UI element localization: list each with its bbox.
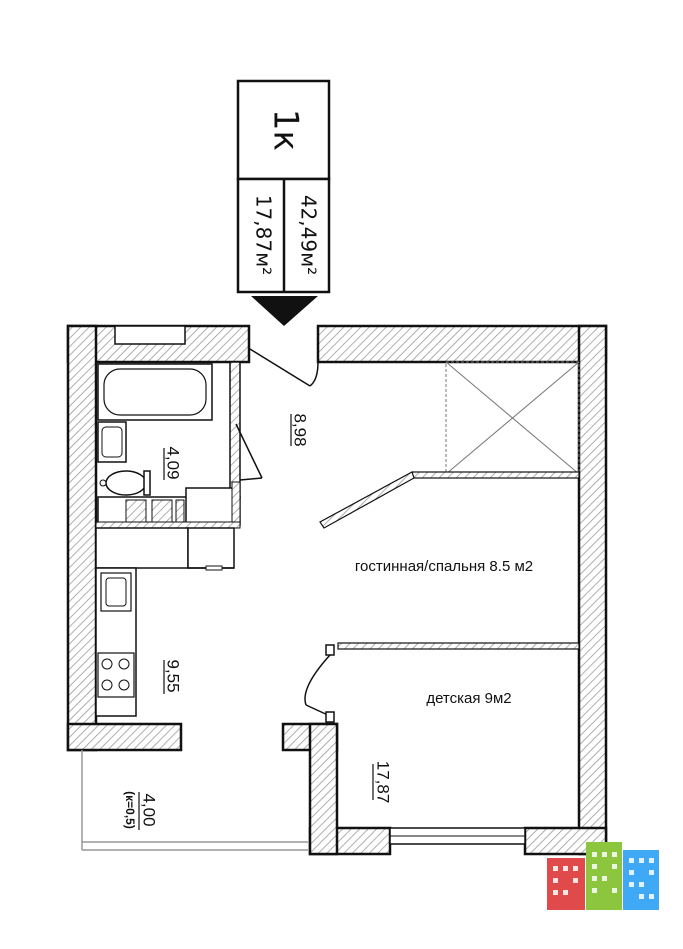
entrance-door[interactable] <box>249 348 319 387</box>
bathroom-door[interactable] <box>235 423 263 481</box>
total-area-label: 42,49м² <box>297 195 321 275</box>
kids-room-door[interactable] <box>304 644 335 723</box>
bathroom-area-label: 4,09 <box>164 446 183 479</box>
entrance-arrow <box>251 296 318 326</box>
wardrobe <box>445 361 580 475</box>
apartment-legend: 1к 17,87м² 42,49м² <box>236 79 331 326</box>
toilet-icon <box>99 470 151 496</box>
living-area-label: 17,87м² <box>252 195 276 275</box>
partition-walls <box>319 471 580 650</box>
balcony-coef-label: (к=0,5) <box>123 791 137 829</box>
bathroom <box>95 361 241 529</box>
living-bedroom-label: гостинная/спальня 8.5 м2 <box>355 558 533 575</box>
apartment-type-label: 1к <box>266 109 306 151</box>
stove-icon <box>97 652 135 698</box>
site-logo <box>547 842 659 910</box>
kitchen <box>95 527 235 717</box>
hall-area-label: 8,98 <box>291 413 310 446</box>
living-total-area-label: 17,87 <box>374 761 393 804</box>
kids-room-label: детская 9м2 <box>426 690 511 707</box>
kitchen-area-label: 9,55 <box>164 659 183 692</box>
outer-walls <box>66 324 608 856</box>
balcony-area-label: 4,00 <box>140 793 159 826</box>
balcony <box>81 750 308 851</box>
